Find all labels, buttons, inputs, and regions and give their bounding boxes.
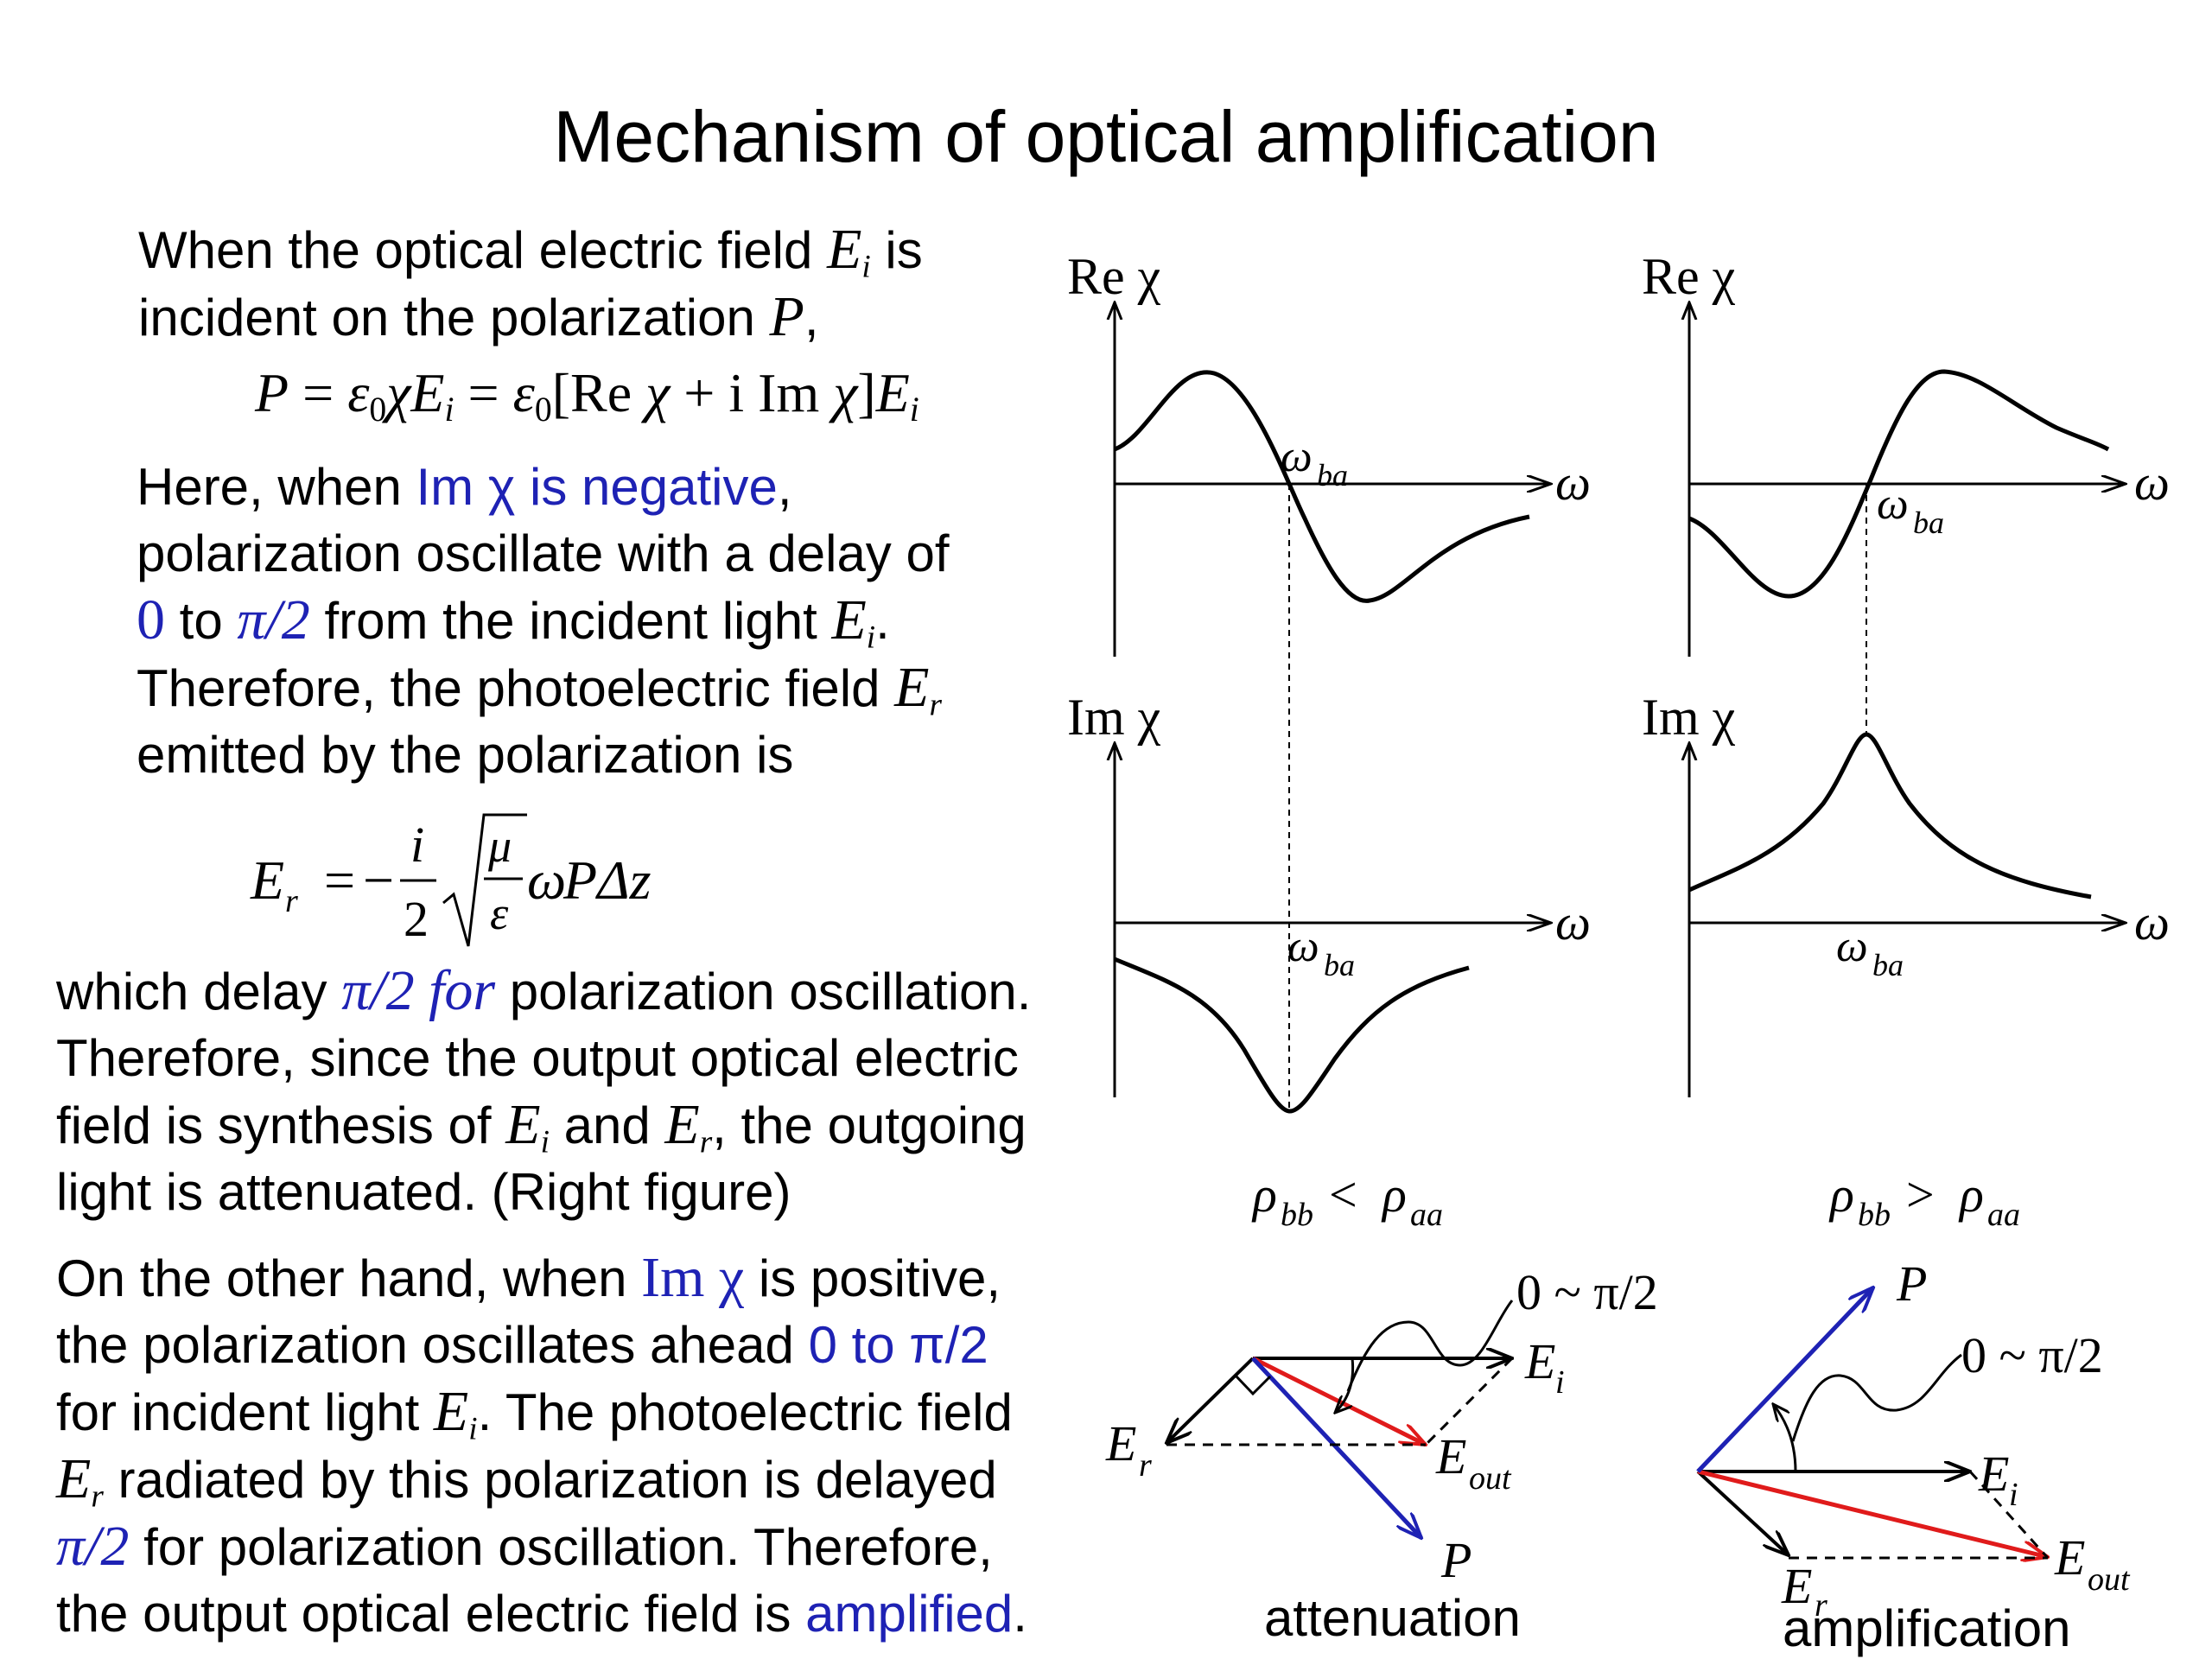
- emitted-field-equation: E r = − i 2 μ ε ω PΔz: [242, 808, 657, 955]
- svg-text:ba: ba: [1872, 948, 1904, 982]
- Er-vector: [1696, 1470, 1789, 1555]
- Eout-vector: [1697, 1469, 2048, 1557]
- right-condition-label: ρ bb > ρ aa: [1828, 1166, 2020, 1233]
- svg-text:ω: ω: [2134, 894, 2170, 950]
- left-re-chi-plot: Re χ ω ω ba: [1067, 248, 1591, 657]
- svg-text:aa: aa: [1987, 1197, 2020, 1233]
- amplification-phasor: 0 ~ π/2 P E i E out E r amplification: [1696, 1255, 2131, 1657]
- svg-text:i: i: [410, 817, 424, 873]
- svg-text:ω: ω: [1836, 922, 1868, 971]
- svg-text:ω: ω: [1877, 480, 1909, 529]
- left-im-chi-plot: Im χ ω ω ba: [1067, 689, 1591, 1114]
- svg-text:E: E: [1105, 1415, 1136, 1471]
- svg-text:ε: ε: [490, 887, 509, 939]
- left-condition-label: ρ bb < ρ aa: [1251, 1166, 1443, 1233]
- omega-axis-label: ω: [1555, 454, 1591, 511]
- right-im-chi-plot: Im χ ω ω ba: [1642, 689, 2170, 1097]
- P-vector: [1696, 1287, 1873, 1473]
- svg-text:−: −: [363, 849, 394, 911]
- svg-text:bb: bb: [1858, 1197, 1891, 1233]
- svg-text:E: E: [250, 849, 284, 911]
- svg-text:E: E: [1524, 1333, 1555, 1389]
- amplification-paragraph: On the other hand, when Im χ is positive…: [56, 1246, 1027, 1643]
- svg-text:out: out: [2088, 1561, 2131, 1598]
- svg-text:P: P: [1896, 1255, 1927, 1312]
- svg-text:0 ~ π/2: 0 ~ π/2: [1516, 1264, 1658, 1320]
- svg-text:ρ: ρ: [1958, 1166, 1984, 1223]
- svg-text:E: E: [2054, 1529, 2085, 1586]
- svg-text:ρ: ρ: [1381, 1166, 1407, 1223]
- attenuation-label: attenuation: [1264, 1589, 1521, 1647]
- svg-text:ρ: ρ: [1828, 1166, 1854, 1223]
- svg-text:E: E: [1435, 1428, 1466, 1484]
- attenuation-paragraph: which delay π/2 for polarization oscilla…: [56, 959, 1032, 1221]
- svg-text:<: <: [1329, 1166, 1357, 1223]
- P-vector: [1251, 1357, 1421, 1538]
- svg-text:aa: aa: [1410, 1197, 1443, 1233]
- svg-text:out: out: [1469, 1460, 1512, 1497]
- Eout-vector: [1251, 1356, 1426, 1445]
- svg-text:i: i: [2009, 1477, 2018, 1513]
- svg-text:2: 2: [404, 891, 429, 947]
- svg-text:ba: ba: [1324, 948, 1355, 982]
- attenuation-phasor: 0 ~ π/2 E i E r E out P attenuation: [1105, 1264, 1658, 1647]
- page-title: Mechanism of optical amplification: [553, 96, 1659, 177]
- svg-text:ω: ω: [527, 849, 566, 911]
- svg-text:ba: ba: [1913, 505, 1944, 540]
- im-chi-label: Im χ: [1067, 689, 1161, 746]
- amplification-label: amplification: [1783, 1599, 2071, 1657]
- svg-text:>: >: [1906, 1166, 1935, 1223]
- svg-text:i: i: [1555, 1364, 1565, 1401]
- svg-text:PΔz: PΔz: [563, 849, 652, 911]
- polarization-equation: P = ε0χEi = ε0[Re χ + i Im χ]Ei: [255, 362, 919, 429]
- svg-text:ba: ba: [1317, 458, 1348, 493]
- negative-im-paragraph: Here, when Im χ is negative, polarizatio…: [137, 458, 950, 784]
- svg-text:ω: ω: [1287, 922, 1319, 971]
- svg-text:bb: bb: [1281, 1197, 1313, 1233]
- intro-paragraph: When the optical electric field Ei is in…: [138, 218, 923, 348]
- svg-text:P: P: [1440, 1532, 1471, 1588]
- svg-text:Im χ: Im χ: [1642, 689, 1736, 746]
- re-chi-label: Re χ: [1067, 248, 1161, 305]
- svg-text:ω: ω: [1281, 432, 1313, 481]
- svg-text:μ: μ: [487, 820, 512, 872]
- right-re-chi-plot: Re χ ω ω ba: [1642, 248, 2170, 657]
- Er-vector: [1166, 1357, 1255, 1443]
- svg-text:E: E: [1781, 1558, 1812, 1614]
- svg-text:r: r: [1139, 1447, 1152, 1484]
- svg-text:ρ: ρ: [1251, 1166, 1277, 1223]
- svg-text:=: =: [324, 849, 355, 911]
- svg-text:r: r: [285, 883, 298, 919]
- svg-text:ω: ω: [1555, 894, 1591, 950]
- svg-text:E: E: [1978, 1446, 2009, 1502]
- svg-text:0 ~ π/2: 0 ~ π/2: [1961, 1327, 2103, 1383]
- svg-text:Re χ: Re χ: [1642, 248, 1736, 305]
- svg-text:r: r: [1815, 1587, 1827, 1624]
- svg-text:ω: ω: [2134, 454, 2170, 511]
